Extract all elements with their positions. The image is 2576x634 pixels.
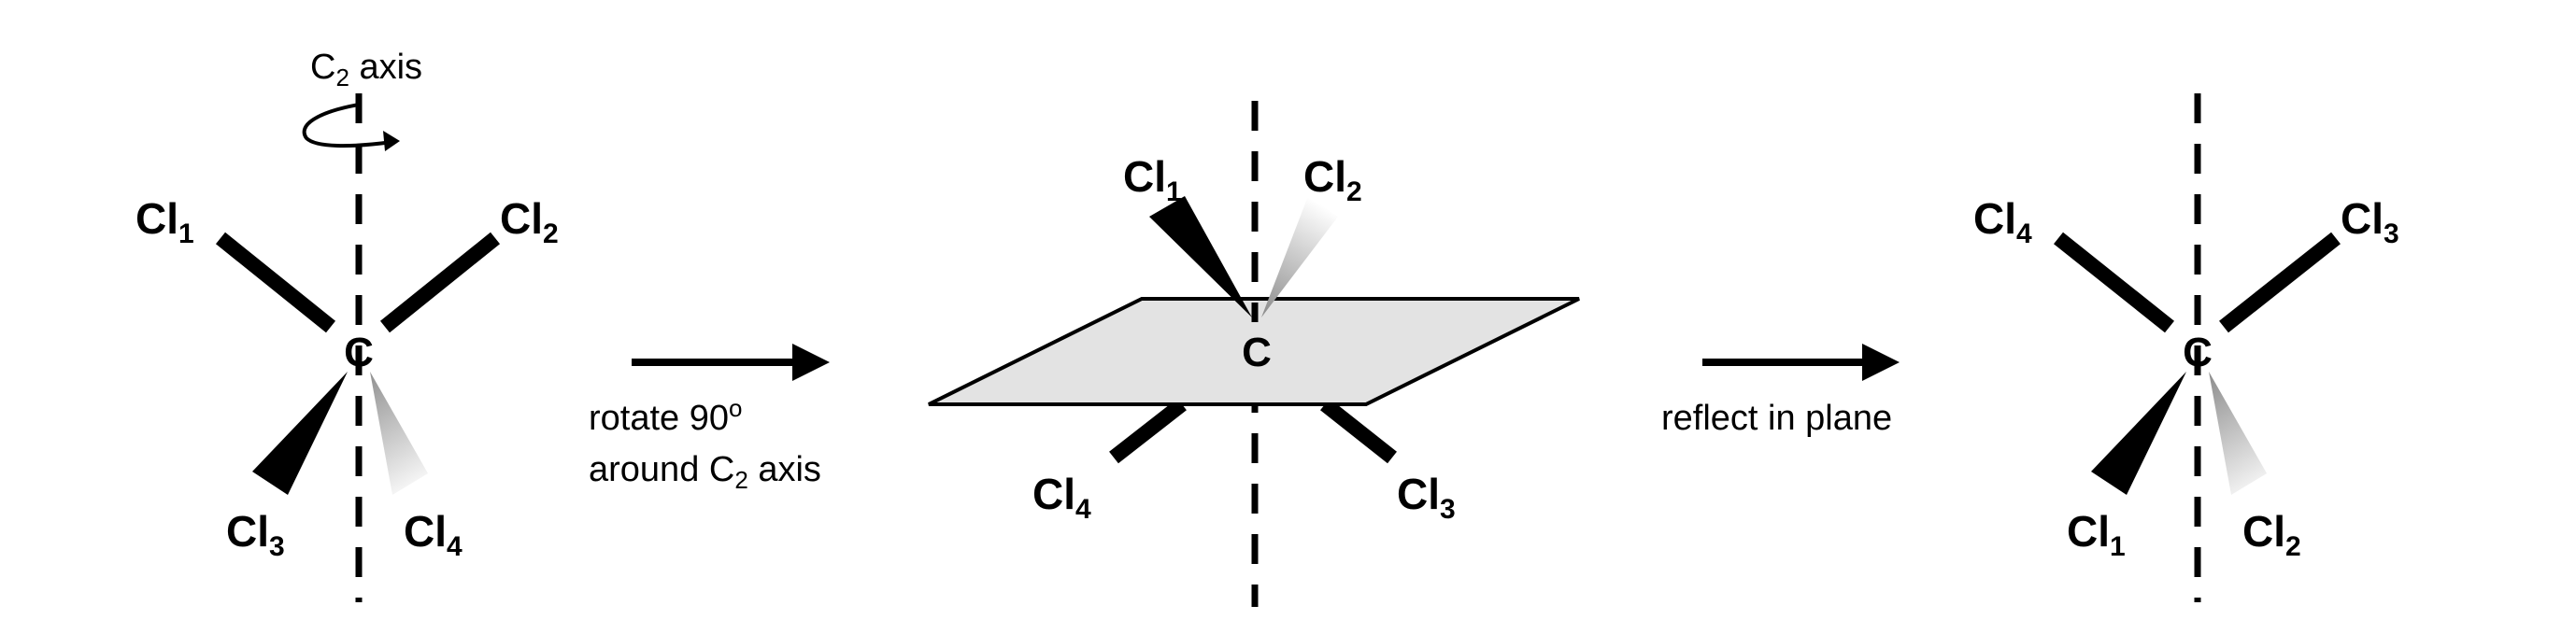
hash-bond-bottom-right (2209, 372, 2267, 495)
atom-top-left: Cl1 (1123, 152, 1182, 207)
step-arrow-rotate (632, 344, 830, 381)
atom-bottom-left: Cl3 (226, 507, 285, 562)
rotate-label-line2: around C2 axis (589, 450, 821, 494)
rotation-arrow-icon (302, 103, 400, 151)
atom-top-right: Cl2 (1303, 152, 1362, 207)
atom-bottom-right: Cl3 (1397, 470, 1456, 525)
atom-bottom-right: Cl4 (404, 507, 463, 562)
atom-center-carbon: C (1242, 330, 1272, 375)
bond-bottom-left (1109, 398, 1187, 464)
bond-top-left (2054, 232, 2174, 333)
atom-top-right: Cl3 (2341, 194, 2399, 249)
mirror-plane (928, 297, 1580, 406)
atom-bottom-right: Cl2 (2242, 507, 2301, 562)
bond-top-right (379, 232, 501, 333)
reflect-label: reflect in plane (1661, 399, 1892, 438)
wedge-bond-top-left (1149, 196, 1252, 317)
c2-axis-label: C2 axis (310, 48, 422, 92)
bond-top-left (215, 232, 336, 333)
atom-center-carbon: C (2183, 330, 2213, 375)
bond-bottom-right (1320, 398, 1397, 464)
wedge-bond-bottom-left (2091, 372, 2186, 495)
step-arrow-reflect (1702, 344, 1900, 381)
atom-center-carbon: C (344, 330, 374, 375)
atom-top-left: Cl1 (135, 194, 194, 249)
atom-top-right: Cl2 (500, 194, 559, 249)
wedge-bond-bottom-left (252, 372, 348, 495)
atom-bottom-left: Cl1 (2067, 507, 2126, 562)
atom-bottom-left: Cl4 (1032, 470, 1091, 525)
hash-bond-bottom-right (370, 372, 428, 495)
hash-bond-top-right (1261, 196, 1338, 317)
molecule-left: C2 axis C Cl1 Cl2 Cl3 Cl4 (135, 48, 559, 602)
rotate-label-line1: rotate 90o (589, 394, 742, 438)
molecule-middle: C Cl1 Cl2 Cl4 Cl3 (928, 101, 1580, 607)
atom-top-left: Cl4 (1973, 194, 2032, 249)
bond-top-right (2219, 232, 2341, 333)
molecule-right: C Cl4 Cl3 Cl1 Cl2 (1973, 93, 2399, 602)
